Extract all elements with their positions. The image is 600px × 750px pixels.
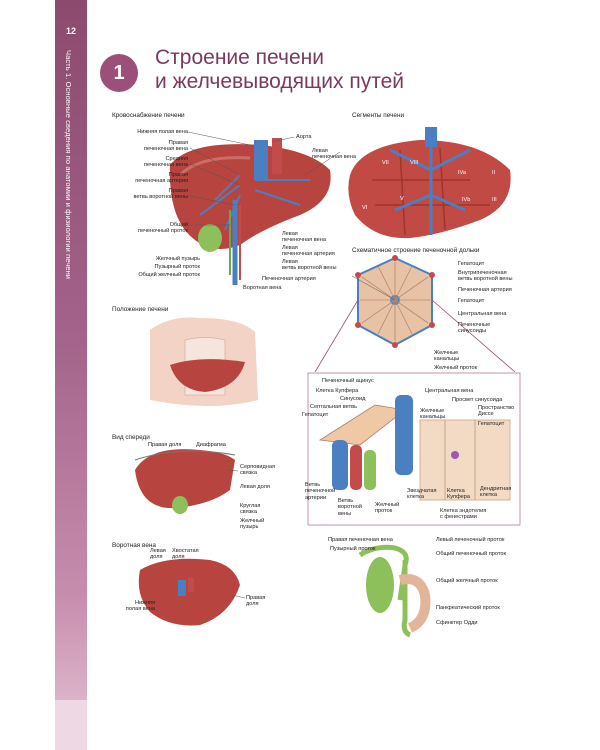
acinus-hepatocyte-2: Гепатоцит <box>478 421 504 427</box>
portal-caudate: Хвостатая доля <box>172 548 199 561</box>
label-common-hep-duct: Общий печеночный проток <box>138 222 188 235</box>
liver-segments-illustration <box>348 127 510 238</box>
ducts-left-hep: Левый печеночный проток <box>436 537 504 543</box>
ducts-right-hep: Правая печеночная вена <box>328 537 393 543</box>
ducts-pancreatic: Панкреатический проток <box>436 605 500 611</box>
lobule-central-vein: Центральная вена <box>458 311 506 317</box>
portal-view-liver-illustration <box>139 559 240 626</box>
lobule-bile-canaliculi: Желчные канальцы <box>434 350 459 363</box>
label-hep-artery: Печеночная артерия <box>262 276 316 282</box>
lobule-sinusoids: Печеночные синусоиды <box>458 322 490 335</box>
front-view-liver-illustration <box>135 449 235 514</box>
label-portal-vein: Воротная вена <box>243 285 282 291</box>
lobule-hepatocyte-2: Гепатоцит <box>458 298 484 304</box>
acinus-hepatocyte: Гепатоцит <box>302 412 328 418</box>
section-front-view: Вид спереди <box>112 434 150 441</box>
acinus-bile-canaliculi: Желчные канальцы <box>420 408 445 421</box>
acinus-portal-branch: Ветвь воротной вены <box>338 498 362 517</box>
ducts-cystic: Пузырный проток <box>330 546 376 552</box>
label-gallbladder: Желчный пузырь <box>156 256 200 262</box>
segment-iva: IVa <box>458 170 466 176</box>
label-cystic-duct: Пузырный проток <box>155 264 201 270</box>
section-blood-supply: Кровоснабжение печени <box>112 112 185 119</box>
section-position: Положение печени <box>112 306 168 313</box>
front-gallbladder: Желчный пузырь <box>240 518 264 531</box>
ducts-common-bile: Общий желчный проток <box>436 578 498 584</box>
label-left-hep-vein: Левая печеночная вена <box>312 148 356 161</box>
acinus-label: Печеночный ацинус <box>322 378 374 384</box>
label-left-portal: Левая ветвь воротной вены <box>282 259 337 272</box>
ducts-common-hep: Общий печеночный проток <box>436 551 506 557</box>
bile-ducts-illustration <box>360 547 425 635</box>
label-common-bile-duct: Общий желчный проток <box>138 272 200 278</box>
lobule-bile-duct: Желчный проток <box>434 365 477 371</box>
lobule-hep-artery: Печеночная артерия <box>458 287 512 293</box>
portal-left-lobe: Левая доля <box>150 548 166 561</box>
acinus-bile-duct: Желчный проток <box>375 502 399 515</box>
front-round-lig: Круглая связка <box>240 503 260 516</box>
lobule-hepatocyte: Гепатоцит <box>458 261 484 267</box>
acinus-sinus-lumen: Просвет синусоида <box>452 397 502 403</box>
front-falciform: Серповидная связка <box>240 464 275 477</box>
acinus-sinusoid: Синусоид <box>340 396 365 402</box>
label-ivc: Нижняя полая вена <box>137 129 188 135</box>
acinus-disse: Пространство Диссе <box>478 405 514 418</box>
label-middle-hep-vein: Средняя печеночная вена <box>144 156 188 169</box>
acinus-stellate: Звездчатая клетка <box>407 488 437 501</box>
label-left-hep-artery: Левая печеночная артерия <box>282 245 335 258</box>
torso-illustration <box>150 318 258 407</box>
front-left-lobe: Левая доля <box>240 484 270 490</box>
acinus-kupffer-2: Клетка Купфера <box>447 488 470 501</box>
ducts-oddi: Сфинктер Одди <box>436 620 478 626</box>
segment-ii: II <box>492 170 495 176</box>
label-right-hep-vein: Правая печеночная вена <box>144 140 188 153</box>
segment-vi: VI <box>362 205 367 211</box>
segment-viii: VIII <box>410 160 418 166</box>
label-aorta: Аорта <box>296 134 311 140</box>
label-left-hep-vein-2: Левая печеночная вена <box>282 231 326 244</box>
label-right-portal: Правая ветвь воротной вены <box>133 188 188 201</box>
acinus-dendritic: Дендритная клетка <box>480 486 511 499</box>
front-diaphragm: Диафрагма <box>196 442 226 448</box>
front-right-lobe: Правая доля <box>148 442 181 448</box>
acinus-septal: Септальная ветвь <box>310 404 357 410</box>
segment-vii: VII <box>382 160 389 166</box>
segment-v: V <box>400 196 404 202</box>
portal-ivc: Нижняя полая вена <box>126 600 155 613</box>
acinus-hep-artery-branch: Ветвь печеночной артерии <box>305 482 335 501</box>
section-lobule: Схематичное строение печеночной дольки <box>352 247 480 254</box>
acinus-central-vein: Центральная вена <box>425 388 473 394</box>
section-segments: Сегменты печени <box>352 112 404 119</box>
acinus-endothelial: Клетка эндотелия с фенестрами <box>440 508 486 521</box>
segment-iii: III <box>492 197 497 203</box>
acinus-kupffer: Клетка Купфера <box>316 388 358 394</box>
portal-right-lobe: Правая доля <box>246 595 265 608</box>
label-right-hep-artery: Правая печеночная артерия <box>135 172 188 185</box>
lobule-intralobular-branch: Внутрипеченочная ветвь воротной вены <box>458 270 513 283</box>
segment-ivb: IVb <box>462 197 470 203</box>
